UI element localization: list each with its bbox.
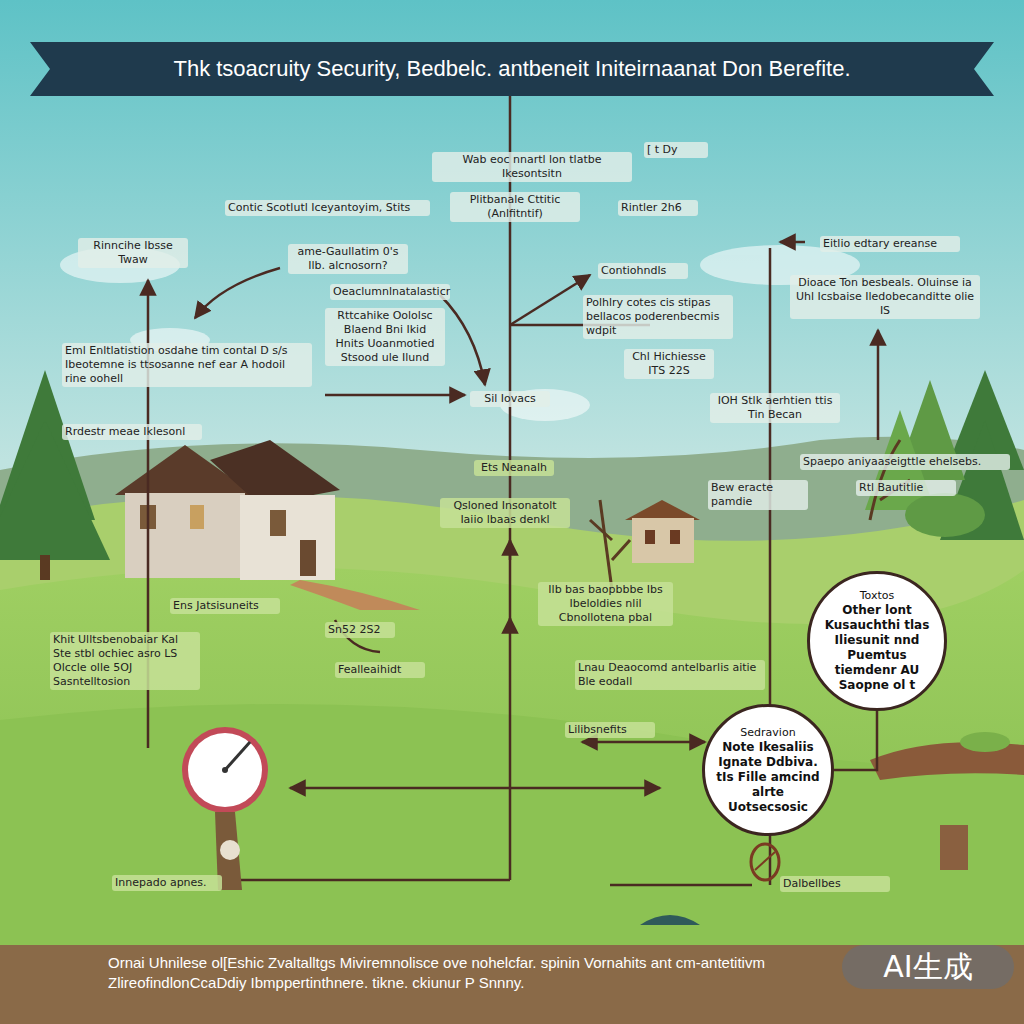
annotation-label: Spaepo aniyaaseigttle ehelsebs. [800,454,1010,470]
annotation-label: Contic Scotlutl Iceyantoyim, Stits [225,200,430,216]
annotation-label: Wab eoc nnartl lon tlatbe Ikesontsitn [432,152,632,182]
annotation-label: Rtl Bautitlie [856,480,956,496]
annotation-label: Dioace Ton besbeals. Oluinse ia Uhl Icsb… [790,275,980,319]
info-circle: SedravionNote Ikesaliis Ignate Ddbiva. t… [702,704,834,836]
annotation-label: Khit Ulltsbenobaiar Kal Ste stbl ochiec … [50,632,200,690]
annotation-label: ame-Gaullatim 0's Ilb. alcnosorn? [288,244,408,274]
circle-text: ToxtosOther lont Kusauchthi tlas Iliesun… [821,589,934,693]
title-ribbon: Thk tsoacruity Security, Bedbelc. antben… [30,42,994,96]
annotation-label: Dalbellbes [780,876,890,892]
annotation-label: Ilb bas baopbbbe Ibs Ibeloldies nlil Cbn… [538,582,673,626]
annotation-label: Eitlio edtary ereanse [820,236,960,252]
annotation-label: Rrdestr meae Iklesonl [62,424,202,440]
title: Thk tsoacruity Security, Bedbelc. antben… [173,56,850,82]
annotation-label: IOH Stlk aerhtien ttis Tin Becan [710,393,840,423]
annotation-label: Eml Enltlatistion osdahe tim contal D s/… [62,343,312,387]
annotation-label: Polhlry cotes cis stipas bellacos podere… [583,295,733,339]
annotation-label: Sn52 2S2 [325,622,395,638]
annotation-label: Plitbanale Cttitic (Anlfitntif) [450,192,580,222]
annotation-label: Chl Hichiesse ITS 22S [624,349,714,379]
annotation-label: Bew eracte pamdie [708,480,808,510]
circle-text: SedravionNote Ikesaliis Ignate Ddbiva. t… [715,726,822,815]
circle-body: Note Ikesaliis Ignate Ddbiva. tIs Fille … [715,740,822,815]
annotation-label: Oeaclumnlnatalasticr [330,284,450,300]
annotation-label: Rttcahike Oololsc Blaend Bni Ikid Hnits … [325,308,445,366]
annotation-label: Ens Jatsisuneits [170,598,280,614]
circle-heading: Sedravion [740,726,795,740]
watermark: AI生成 [842,945,1014,989]
caption: Ornai Uhnilese ol[Eshic Zvaltalltgs Mivi… [108,953,808,993]
annotation-label: Lilibsnefits [565,722,655,738]
circle-heading: Toxtos [860,589,895,603]
annotation-label: Sil Iovacs [470,391,550,407]
annotation-label: Contiohndls [598,263,688,279]
annotation-label: Rintler 2h6 [618,200,698,216]
annotation-label: Rinncihe Ibsse Twaw [78,238,188,268]
annotation-label: Lnau Deaocomd antelbarlis aitie Ble eoda… [575,660,765,690]
circle-body: Other lont Kusauchthi tlas Iliesunit nnd… [821,603,934,693]
connector-line [834,711,877,770]
annotation-label: Qsloned Insonatolt Iaiio lbaas denkl [440,498,570,528]
annotation-label: Ets Neanalh [474,460,554,476]
annotation-label: Innepado apnes. [112,875,222,891]
info-circle: ToxtosOther lont Kusauchthi tlas Iliesun… [807,571,947,711]
annotation-label: [ t Dy [644,142,708,158]
annotation-label: Fealleaihidt [335,662,425,678]
